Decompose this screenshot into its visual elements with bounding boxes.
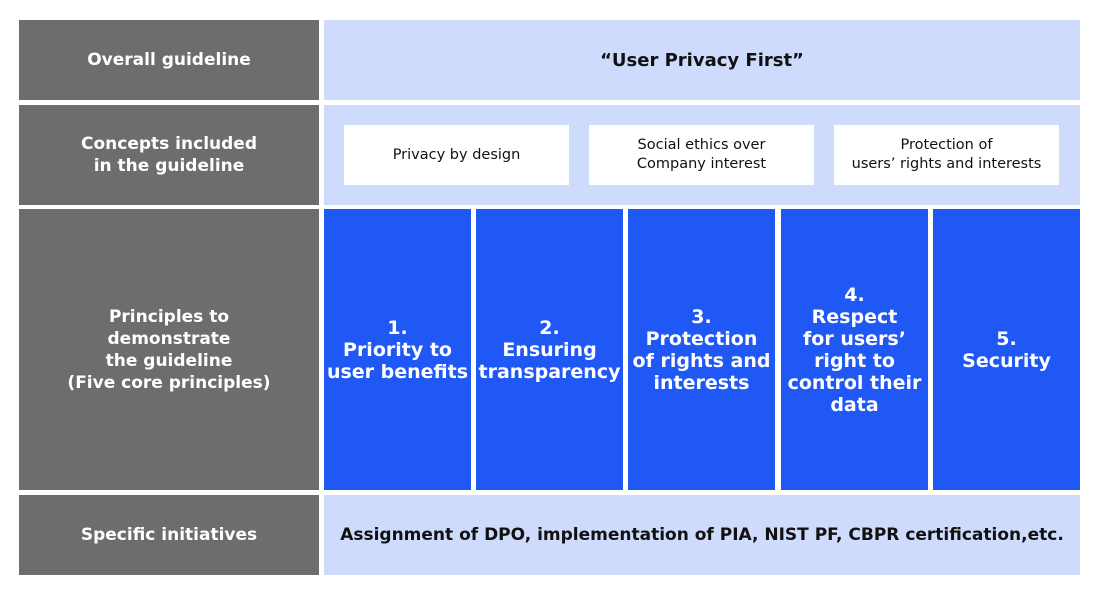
principle-4-respect-for-users-right: 4. Respect for users’ right to control t… <box>781 209 928 490</box>
overall-guideline-label: Overall guideline <box>19 20 319 100</box>
principles-label: Principles to demonstrate the guideline … <box>19 209 319 490</box>
principle-1-priority-to-user-benefits: 1. Priority to user benefits <box>324 209 471 490</box>
specific-initiatives-value: Assignment of DPO, implementation of PIA… <box>340 525 1064 545</box>
concept-protection-of-users-rights: Protection of users’ rights and interest… <box>834 125 1059 185</box>
principle-3-protection-of-rights: 3. Protection of rights and interests <box>628 209 775 490</box>
principle-5-security: 5. Security <box>933 209 1080 490</box>
principle-2-ensuring-transparency: 2. Ensuring transparency <box>476 209 623 490</box>
concepts-cell: Privacy by design Social ethics over Com… <box>324 105 1080 205</box>
specific-initiatives-cell: Assignment of DPO, implementation of PIA… <box>324 495 1080 575</box>
concepts-label: Concepts included in the guideline <box>19 105 319 205</box>
concept-privacy-by-design: Privacy by design <box>344 125 569 185</box>
specific-initiatives-label: Specific initiatives <box>19 495 319 575</box>
overall-guideline-value: “User Privacy First” <box>600 49 804 71</box>
concept-social-ethics: Social ethics over Company interest <box>589 125 814 185</box>
overall-guideline-cell: “User Privacy First” <box>324 20 1080 100</box>
